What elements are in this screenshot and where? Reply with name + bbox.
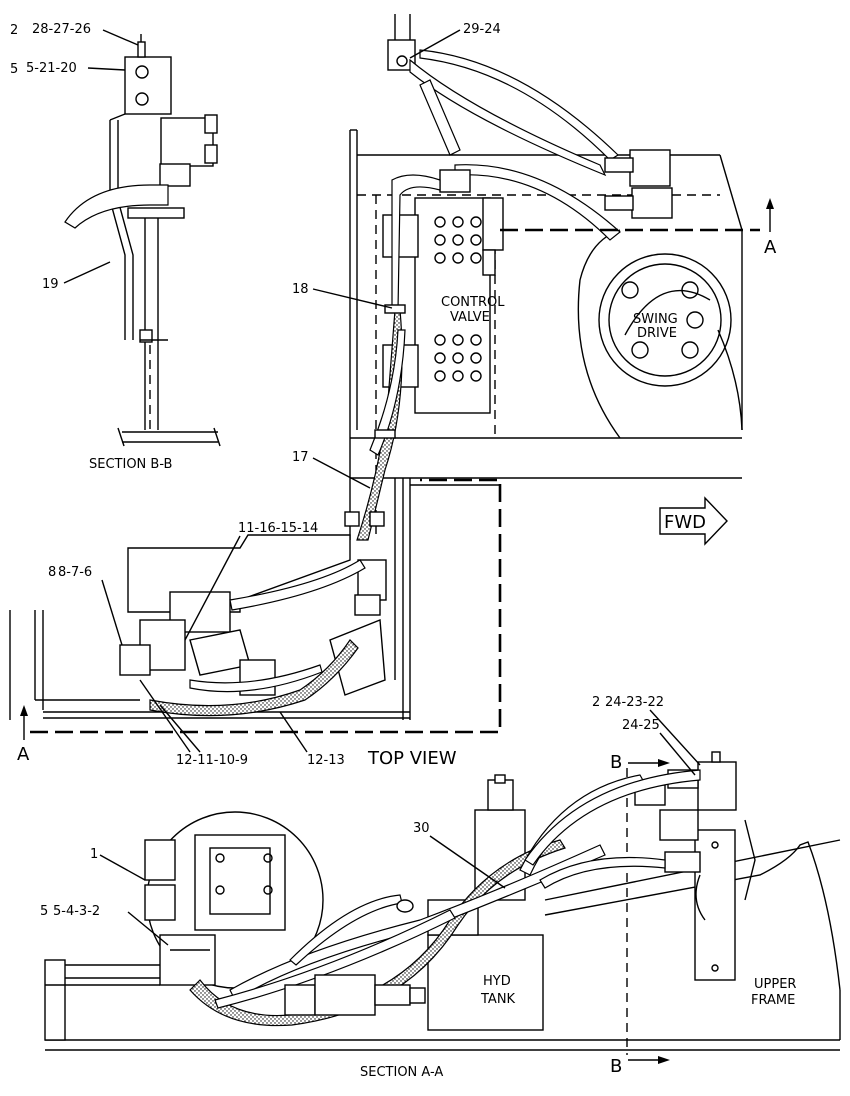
label-5-4-3-2: 5-4-3-2 <box>53 904 100 919</box>
svg-text:2: 2 <box>10 23 18 38</box>
label-11-16-15-14: 11-16-15-14 <box>238 521 318 536</box>
svg-text:5: 5 <box>40 904 48 919</box>
section-marker-b-top: B <box>610 752 622 773</box>
label-valve: VALVE <box>450 310 490 325</box>
section-b-b-title: SECTION B-B <box>89 457 172 472</box>
section-a-a-title: SECTION A-A <box>360 1065 443 1080</box>
label-tank: TANK <box>480 992 516 1007</box>
section-marker-b-bottom: B <box>610 1056 622 1077</box>
label-control: CONTROL <box>441 295 505 310</box>
section-marker-a-left: A <box>17 744 30 765</box>
label-1: 1 <box>90 847 98 862</box>
label-swing: SWING <box>633 312 678 327</box>
section-a-a-view: 2 24-23-22 24-25 B 1 30 5 5-4-3-2 HYD TA… <box>40 695 841 1080</box>
label-upper: UPPER <box>754 977 796 992</box>
svg-text:2: 2 <box>592 695 600 710</box>
label-24-23-22: 24-23-22 <box>605 695 664 710</box>
label-frame: FRAME <box>751 993 795 1008</box>
fwd-arrow-icon <box>659 496 728 546</box>
label-17: 17 <box>292 450 309 465</box>
label-12-11-10-9: 12-11-10-9 <box>176 753 248 768</box>
section-marker-a-right: A <box>764 237 777 258</box>
label-8-7-6: 8-7-6 <box>58 565 92 580</box>
svg-text:5: 5 <box>10 62 18 77</box>
label-28-27-26: 28-27-26 <box>32 22 91 37</box>
label-29-24: 29-24 <box>463 22 501 37</box>
top-view-title: TOP VIEW <box>367 748 457 769</box>
label-24-25: 24-25 <box>622 718 660 733</box>
top-view: 29-24 18 CONTROL VALVE SWING DRIVE A 17 … <box>9 14 777 769</box>
section-b-b-view: 2 28-27-26 5 5-21-20 19 SECTION B-B <box>10 22 221 472</box>
label-drive: DRIVE <box>637 326 677 341</box>
fwd-label: FWD <box>664 512 706 533</box>
label-5-21-20: 5-21-20 <box>26 61 77 76</box>
label-hyd: HYD <box>483 974 511 989</box>
svg-text:8: 8 <box>48 565 56 580</box>
label-18: 18 <box>292 282 309 297</box>
label-30: 30 <box>413 821 430 836</box>
label-19: 19 <box>42 277 59 292</box>
control-valve-ports <box>434 216 482 382</box>
label-12-13: 12-13 <box>307 753 345 768</box>
